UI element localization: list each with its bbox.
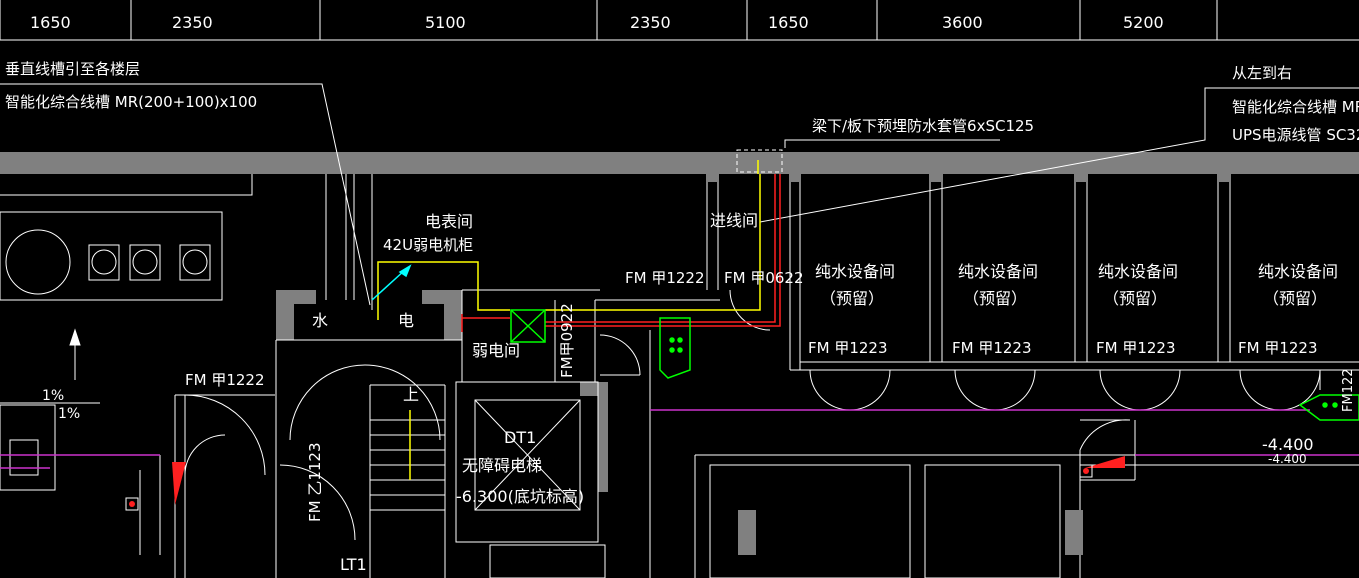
cyan-symbol xyxy=(371,264,412,301)
weak-cabinet[interactable] xyxy=(510,309,546,343)
pure-water-rooms xyxy=(790,174,1359,481)
cable-tray[interactable] xyxy=(377,160,761,480)
door-fm122: FM122 xyxy=(1341,368,1356,412)
red-markers xyxy=(172,456,1125,505)
label-pure-water-3: 纯水设备间 xyxy=(1098,262,1178,281)
dim-5: 1650 xyxy=(768,13,809,32)
marker-dot-2 xyxy=(1083,468,1089,474)
top-wall-pieces xyxy=(707,174,1230,182)
marker-dot-1 xyxy=(129,501,135,507)
dim-3: 5100 xyxy=(425,13,466,32)
door-fm0622: FM 甲0622 xyxy=(724,269,804,287)
level-labels: -4.400 -4.400 1% 1% xyxy=(42,388,1314,466)
label-reserved-2: （预留） xyxy=(963,289,1027,308)
label-reserved-3: （预留） xyxy=(1103,289,1167,308)
label-pure-water-2: 纯水设备间 xyxy=(958,262,1038,281)
dim-6: 3600 xyxy=(942,13,983,32)
middle-walls xyxy=(738,510,1083,555)
sleeve-box xyxy=(736,149,783,173)
door-fm-yi1123: FM 乙1123 xyxy=(306,442,324,522)
label-incoming-room: 进线间 xyxy=(710,211,758,230)
label-pure-water-4: 纯水设备间 xyxy=(1258,262,1338,281)
dim-4: 2350 xyxy=(630,13,671,32)
equipment-box-right[interactable] xyxy=(1298,394,1359,421)
annotations: 垂直线槽引至各楼层 智能化综合线槽 MR(200+100)x100 从左到右 智… xyxy=(5,60,1359,144)
note-tray-right: 智能化综合线槽 MR(2 xyxy=(1232,98,1359,116)
label-stair-up: 上 xyxy=(403,385,419,404)
slope-2: 1% xyxy=(58,406,80,422)
level-1: -4.400 xyxy=(1262,435,1314,454)
label-elevator: DT1 xyxy=(504,428,536,447)
dim-7: 5200 xyxy=(1123,13,1164,32)
door-fm1223-2: FM 甲1223 xyxy=(952,339,1032,357)
dim-1: 1650 xyxy=(30,13,71,32)
left-structures xyxy=(0,174,373,578)
door-fm1222-mid: FM 甲1222 xyxy=(625,269,705,287)
label-pit-level: -6.300(底坑标高) xyxy=(456,487,584,506)
note-sleeve: 梁下/板下预埋防水套管6xSC125 xyxy=(812,117,1034,135)
middle-structures xyxy=(275,174,1359,578)
label-cabinet: 42U弱电机柜 xyxy=(383,236,473,254)
door-labels: FM 甲1222 FM 甲1222 FM 甲0622 FM甲0922 FM 乙1… xyxy=(185,269,1356,522)
main-beam xyxy=(0,152,1359,174)
dimension-labels: 1650 2350 5100 2350 1650 3600 5200 xyxy=(30,13,1164,32)
note-tray-size: 智能化综合线槽 MR(200+100)x100 xyxy=(5,93,257,111)
label-stair: LT1 xyxy=(340,555,367,574)
label-pure-water-1: 纯水设备间 xyxy=(815,262,895,281)
room-labels: 电表间 42U弱电机柜 水 电 弱电间 进线间 纯水设备间 （预留） 纯水设备间… xyxy=(312,211,1338,574)
label-weak-room: 弱电间 xyxy=(472,341,520,360)
door-fm0922: FM甲0922 xyxy=(558,303,576,378)
note-left-to-right: 从左到右 xyxy=(1232,64,1292,82)
small-squares xyxy=(125,464,1093,511)
equipment-box[interactable] xyxy=(659,317,691,379)
door-fm1223-3: FM 甲1223 xyxy=(1096,339,1176,357)
slope-1: 1% xyxy=(42,388,64,404)
door-fm1222-left: FM 甲1222 xyxy=(185,371,265,389)
label-elevator-name: 无障碍电梯 xyxy=(462,456,542,475)
label-water-shaft: 水 xyxy=(312,311,328,330)
label-meter-room: 电表间 xyxy=(425,212,473,231)
label-elec-shaft: 电 xyxy=(398,311,414,330)
door-fm1223-4: FM 甲1223 xyxy=(1238,339,1318,357)
grid-lines xyxy=(0,0,1359,41)
label-reserved-1: （预留） xyxy=(820,289,884,308)
slope-arrow xyxy=(0,328,100,404)
red-conduits xyxy=(461,174,781,332)
dim-2: 2350 xyxy=(172,13,213,32)
level-2: -4.400 xyxy=(1268,452,1307,466)
note-vertical-tray: 垂直线槽引至各楼层 xyxy=(5,60,140,78)
left-walls xyxy=(276,290,608,492)
note-ups-conduit: UPS电源线管 SC32 xyxy=(1232,126,1359,144)
purple-lines xyxy=(0,409,1359,469)
label-reserved-4: （预留） xyxy=(1263,289,1327,308)
door-fm1223-1: FM 甲1223 xyxy=(808,339,888,357)
